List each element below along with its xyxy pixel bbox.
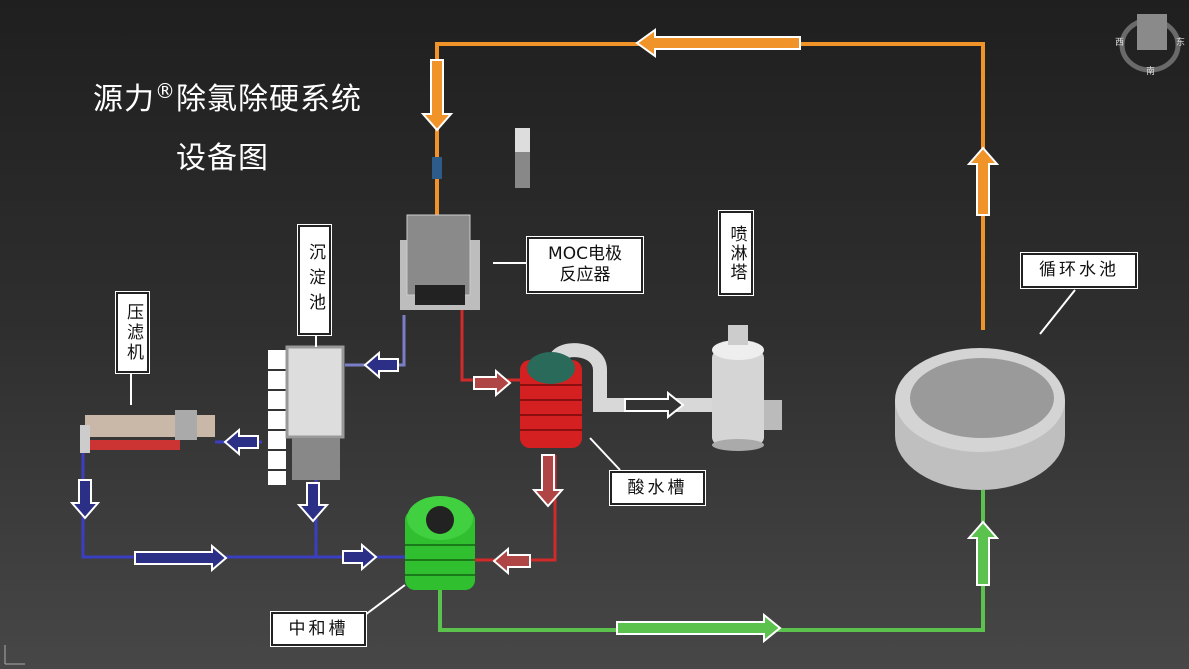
label-reactor: MOC电极 反应器 (527, 237, 643, 293)
arrow-left-orange (635, 28, 801, 58)
valve (432, 157, 442, 179)
arrow-down-blue (69, 479, 101, 520)
circulation-pool (895, 289, 1076, 490)
label-acid-tank: 酸水槽 (610, 471, 705, 505)
arrow-down-orange (420, 59, 454, 132)
label-spray-tower: 喷淋塔 (719, 211, 753, 295)
arrow-left-blue (363, 350, 399, 380)
label-pool: 循环水池 (1021, 253, 1137, 288)
viewcube-south: 南 (1146, 65, 1155, 77)
axis-gizmo (4, 645, 25, 665)
viewcube-west: 西 (1115, 37, 1124, 48)
label-neutral-tank: 中和槽 (271, 612, 366, 646)
arrow-left-blue-2 (223, 427, 259, 457)
viewcube[interactable]: 西 东 南 (1115, 14, 1185, 77)
arrow-left-red (492, 546, 531, 576)
moc-reactor (400, 214, 527, 310)
label-settling-tank: 沉淀池 (298, 225, 331, 335)
title-line1: 源力®除氯除硬系统 (93, 79, 362, 117)
arrow-up-orange (966, 146, 1000, 216)
label-filter-press: 压滤机 (116, 292, 149, 373)
arrow-right-red (473, 368, 512, 398)
arrow-right-blue (134, 543, 228, 573)
arrow-up-green (966, 520, 1000, 586)
title-line2: 设备图 (176, 141, 269, 176)
viewcube-east: 东 (1176, 36, 1185, 48)
arrow-right-gray (624, 390, 685, 420)
arrow-right-green (616, 612, 782, 644)
spray-tower (712, 325, 782, 451)
acid-tank (520, 352, 621, 471)
arrow-down-blue-2 (296, 482, 330, 523)
arrow-down-red (531, 454, 565, 508)
filter-press (80, 372, 215, 453)
settling-tank (268, 334, 345, 485)
arrow-right-blue-2 (342, 542, 378, 572)
neutralization-tank (364, 496, 475, 616)
